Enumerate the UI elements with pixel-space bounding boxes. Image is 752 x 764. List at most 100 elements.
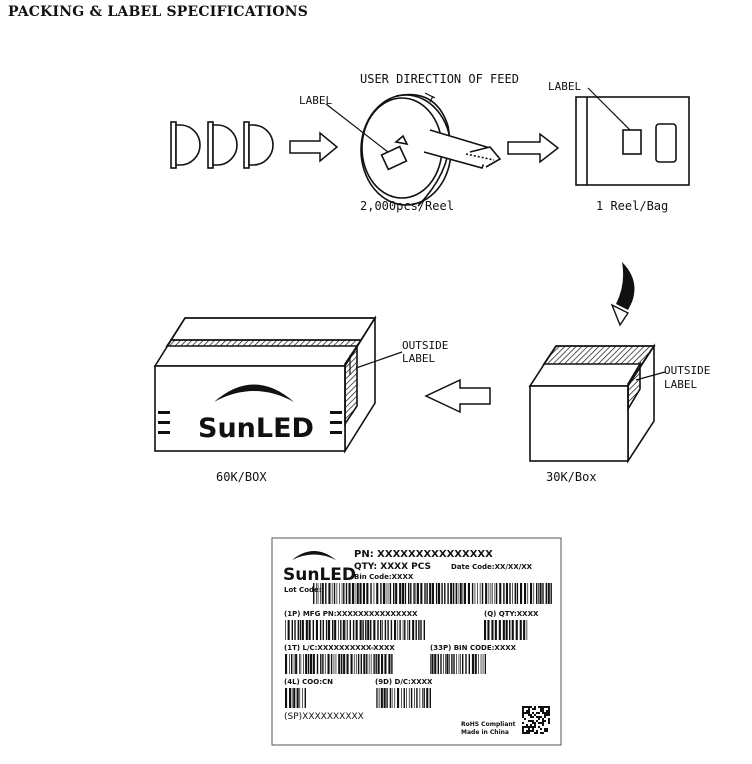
bag-label-callout: LABEL [548, 80, 581, 93]
qr-module [530, 730, 532, 732]
barcode-bar [430, 654, 431, 674]
qr-module [536, 732, 538, 734]
barcode-bar [423, 688, 425, 708]
qr-module [548, 720, 550, 722]
qr-module [544, 712, 546, 714]
qr-module [540, 732, 542, 734]
qr-module [536, 712, 538, 714]
barcode-bar [478, 654, 479, 674]
barcode-bar [357, 654, 360, 674]
barcode-mfg-pn [285, 620, 425, 640]
barcode-bar [377, 620, 379, 640]
qr-module [542, 718, 544, 720]
barcode-bar [291, 620, 293, 640]
barcode-bar [363, 654, 366, 674]
qr-module [522, 706, 524, 708]
barcode-bar [452, 583, 455, 604]
barcode-bar [285, 620, 286, 640]
barcode-bar [495, 583, 498, 604]
qr-module [538, 726, 540, 728]
barcode-bar [333, 583, 336, 604]
barcode-bar [327, 654, 330, 674]
qr-module [526, 724, 528, 726]
qr-module [526, 706, 528, 708]
barcode-bar [299, 654, 300, 674]
reel-label-callout: LABEL [299, 94, 332, 107]
barcode-bin-code [430, 654, 486, 674]
barcode-bar [352, 620, 355, 640]
box-60k-outside-line1: OUTSIDE [402, 339, 448, 352]
barcode-bar [387, 620, 389, 640]
qr-module [532, 716, 534, 718]
barcode-bar [482, 654, 484, 674]
barcode-bar [355, 654, 357, 674]
barcode-bar [526, 620, 528, 640]
barcode-bar [484, 654, 486, 674]
qr-module [522, 730, 524, 732]
barcode-bar [505, 583, 508, 604]
barcode-bar [334, 620, 337, 640]
qr-module [538, 722, 540, 724]
barcode-bar [332, 620, 334, 640]
qr-module [526, 732, 528, 734]
qr-module [538, 716, 540, 718]
barcode-bar [434, 654, 437, 674]
barcode-bar [328, 583, 331, 604]
barcode-bar [299, 688, 301, 708]
barcode-bar [491, 583, 493, 604]
barcode-bar [530, 583, 533, 604]
barcode-bar [397, 688, 400, 708]
qr-module [522, 712, 524, 714]
qr-module [528, 708, 530, 710]
barcode-bar [317, 583, 319, 604]
qr-module [532, 730, 534, 732]
qr-module [540, 708, 542, 710]
barcode-bar [322, 620, 324, 640]
qr-module [546, 714, 548, 716]
barcode-bar [545, 583, 547, 604]
qr-module [524, 732, 526, 734]
barcode-bar [481, 583, 484, 604]
barcode-bar [435, 583, 438, 604]
barcode-bar [440, 654, 442, 674]
label-bin-code: Bin Code:XXXX [354, 573, 414, 581]
barcode-bar [388, 654, 391, 674]
barcode-bar [407, 620, 409, 640]
barcode-bar [343, 654, 346, 674]
barcode-bar [468, 654, 470, 674]
barcode-bar [384, 654, 387, 674]
barcode-bar [376, 688, 377, 708]
barcode-bar [359, 583, 362, 604]
barcode-bar [366, 654, 368, 674]
barcode-bar [316, 583, 317, 604]
barcode-bar [447, 583, 449, 604]
barcode-bar [431, 654, 434, 674]
qr-module [530, 714, 532, 716]
led-icon [170, 121, 201, 169]
curved-down-arrow-icon [610, 262, 635, 327]
outside-label-line2: LABEL [664, 378, 697, 391]
qr-module [536, 720, 538, 722]
barcode-coo [285, 688, 306, 708]
barcode-bar [386, 688, 388, 708]
qr-module [530, 706, 532, 708]
barcode-bar [347, 620, 348, 640]
barcode-bar [446, 654, 449, 674]
barcode-bar [285, 688, 288, 708]
barcode-bar [479, 583, 481, 604]
qr-module [532, 728, 534, 730]
label-made-in: Made in China [461, 729, 509, 736]
barcode-bar [320, 583, 321, 604]
qr-module [542, 720, 544, 722]
qr-module [528, 726, 530, 728]
barcode-bar [340, 620, 342, 640]
barcode-bar [296, 688, 299, 708]
qr-module [536, 716, 538, 718]
qr-module [528, 710, 530, 712]
qr-module [532, 708, 534, 710]
label-rohs: RoHS Compliant [461, 721, 516, 728]
barcode-bar [515, 620, 518, 640]
barcode-bar [449, 654, 450, 674]
barcode-bar [362, 620, 364, 640]
